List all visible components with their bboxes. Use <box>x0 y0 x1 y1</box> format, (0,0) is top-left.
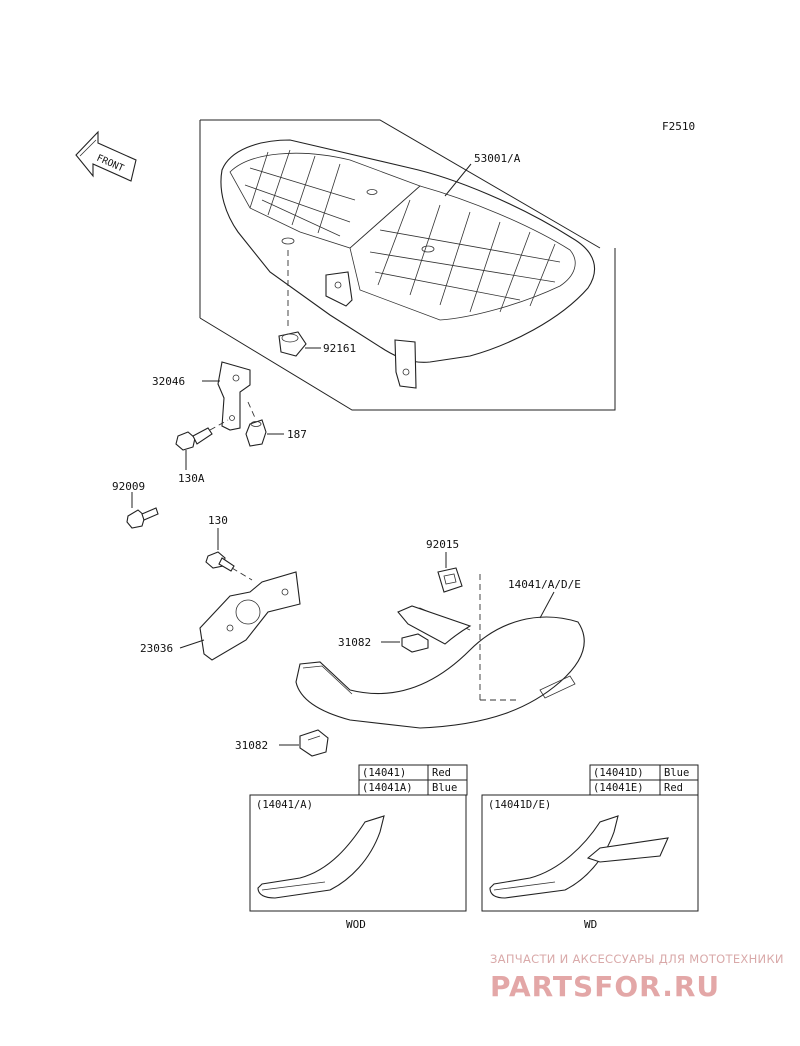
watermark-tagline: ЗАПЧАСТИ И АКСЕССУАРЫ ДЛЯ МОТОТЕХНИКИ <box>490 952 784 966</box>
watermark: ЗАПЧАСТИ И АКСЕССУАРЫ ДЛЯ МОТОТЕХНИКИ PA… <box>490 952 784 1003</box>
inset-right-caption: WD <box>584 918 597 931</box>
label-cushion-2: 31082 <box>235 739 268 752</box>
cushion-part-1 <box>401 633 429 653</box>
inset-left: (14041/A) WOD <box>249 794 467 931</box>
label-screw: 92009 <box>112 480 145 493</box>
diagram-code: F2510 <box>662 120 695 133</box>
label-bolt: 130 <box>208 514 228 527</box>
table-left-color-2: Blue <box>432 782 457 794</box>
inset-right: (14041D/E) WD <box>481 794 699 931</box>
color-table-left: (14041) Red (14041A) Blue <box>358 764 468 796</box>
bolt-part <box>205 551 253 581</box>
color-table-right: (14041D) Blue (14041E) Red <box>589 764 699 796</box>
label-bracket: 32046 <box>152 375 185 388</box>
table-left-part-1: (14041) <box>362 767 406 779</box>
watermark-brand: PARTSFOR.RU <box>490 970 720 1003</box>
leader-cover <box>539 591 555 619</box>
label-plate: 23036 <box>140 642 173 655</box>
clip-part <box>437 567 463 593</box>
nut-part <box>245 401 267 447</box>
seat-frame <box>199 119 616 411</box>
table-right-part-1: (14041D) <box>593 767 644 779</box>
table-right-color-2: Red <box>664 782 683 794</box>
front-arrow-icon: FRONT <box>75 130 137 182</box>
label-damper: 92161 <box>323 342 356 355</box>
label-bolt-a: 130A <box>178 472 205 485</box>
screw-part <box>126 507 159 529</box>
bracket-part <box>217 361 251 431</box>
cushion-part-2 <box>299 729 329 757</box>
label-cover: 14041/A/D/E <box>508 578 581 591</box>
label-seat: 53001/A <box>474 152 521 165</box>
inset-left-caption: WOD <box>346 918 366 931</box>
label-clip: 92015 <box>426 538 459 551</box>
table-left-color-1: Red <box>432 767 451 779</box>
table-right-part-2: (14041E) <box>593 782 644 794</box>
table-right-color-1: Blue <box>664 767 689 779</box>
leader-seat <box>444 163 472 197</box>
leader-plate <box>179 639 205 649</box>
damper-part <box>278 331 307 357</box>
plate-part <box>199 571 301 661</box>
seat <box>220 139 596 389</box>
inset-right-title: (14041D/E) <box>488 799 551 811</box>
table-left-part-2: (14041A) <box>362 782 413 794</box>
bolt-a-part <box>175 419 229 451</box>
inset-left-title: (14041/A) <box>256 799 313 811</box>
side-cover-part <box>295 574 585 729</box>
label-nut: 187 <box>287 428 307 441</box>
label-cushion-1: 31082 <box>338 636 371 649</box>
